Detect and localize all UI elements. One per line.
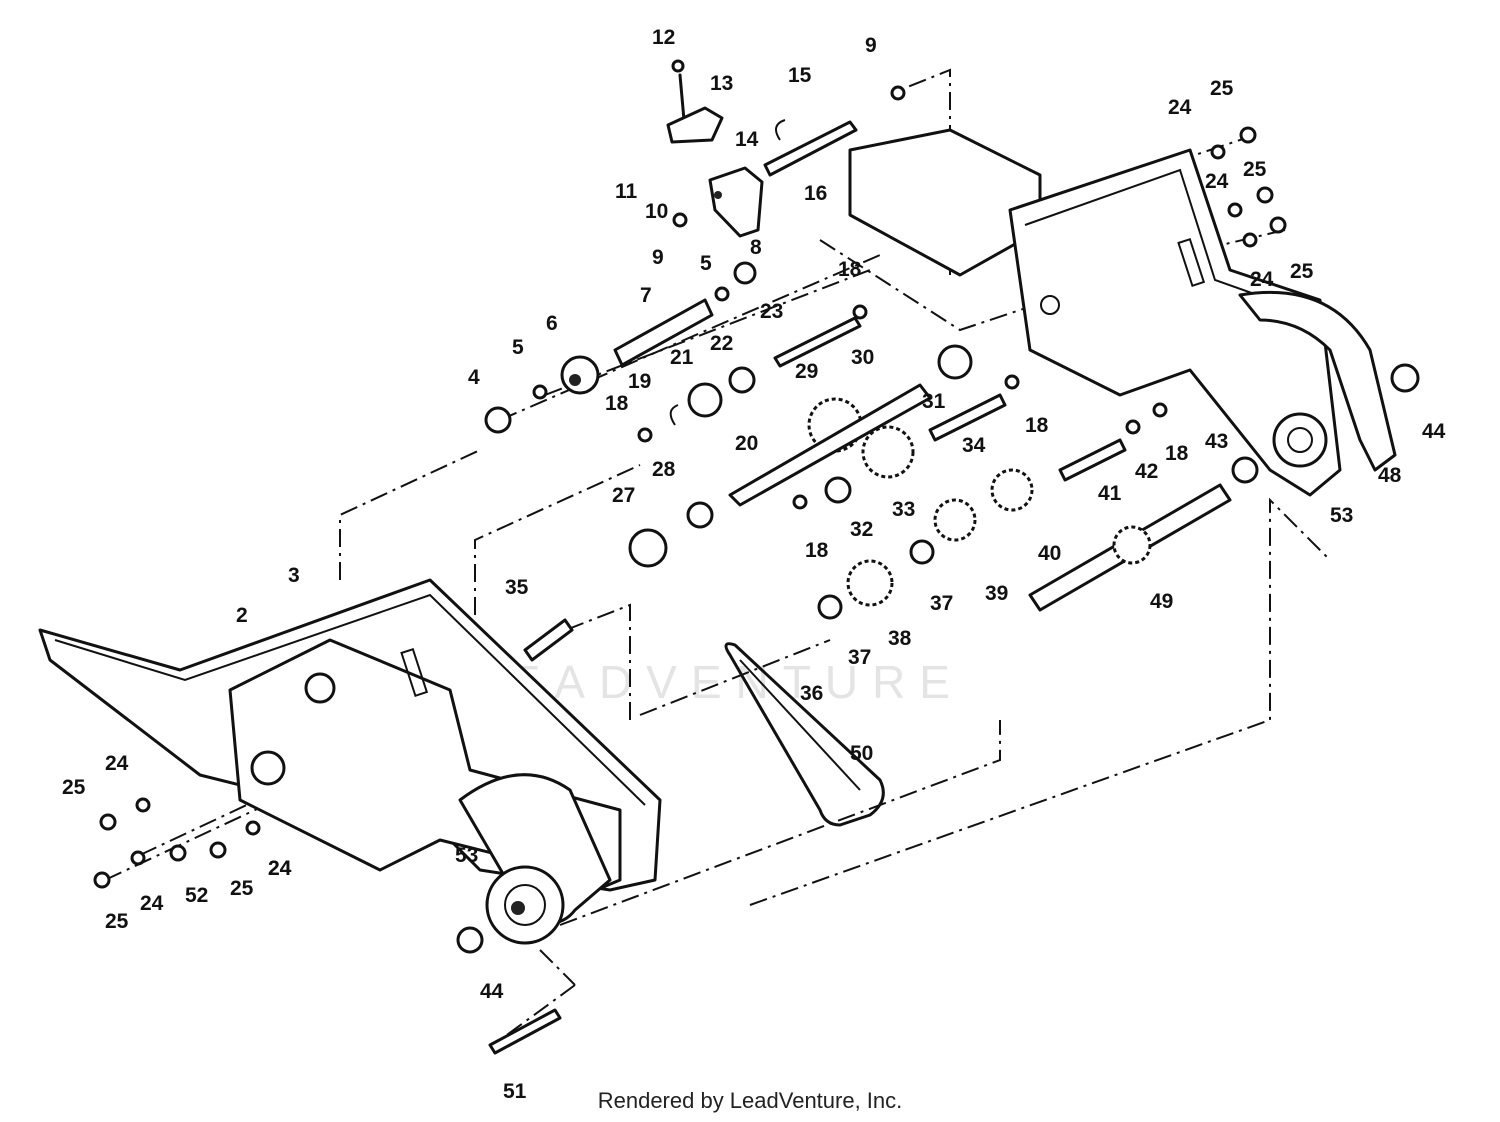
callout-33: 33 <box>892 498 915 521</box>
callout-40: 40 <box>1038 542 1061 565</box>
callout-2: 2 <box>236 604 248 627</box>
callout-14: 14 <box>735 128 759 151</box>
callout-22: 22 <box>710 332 733 355</box>
callout-3: 3 <box>288 564 300 587</box>
callout-32: 32 <box>850 518 873 541</box>
left-chain-case-half <box>38 578 662 945</box>
drive-chain <box>724 642 885 827</box>
callout-18: 18 <box>1025 414 1049 437</box>
callout-24: 24 <box>1205 170 1229 193</box>
callout-31: 31 <box>922 390 946 413</box>
callout-24: 24 <box>140 892 164 915</box>
footer-credit: Rendered by LeadVenture, Inc. <box>597 1088 903 1113</box>
callout-18: 18 <box>838 258 862 281</box>
callout-52: 52 <box>185 884 208 907</box>
callout-8: 8 <box>750 236 762 259</box>
callout-25: 25 <box>1243 158 1267 181</box>
callout-25: 25 <box>1210 77 1234 100</box>
callout-7: 7 <box>640 284 652 307</box>
callout-42: 42 <box>1135 460 1158 483</box>
callout-12: 12 <box>652 26 675 49</box>
callout-50: 50 <box>850 742 873 765</box>
callout-6: 6 <box>546 312 558 335</box>
callout-19: 19 <box>628 370 651 393</box>
callout-29: 29 <box>795 360 818 383</box>
callout-41: 41 <box>1098 482 1122 505</box>
callout-15: 15 <box>788 64 812 87</box>
right-chain-case-half <box>848 128 1397 497</box>
callout-25: 25 <box>62 776 86 799</box>
callout-10: 10 <box>645 200 668 223</box>
callout-18: 18 <box>1165 442 1189 465</box>
callout-4: 4 <box>468 366 480 389</box>
part-callouts: 12 13 15 9 14 11 10 16 9 8 5 7 18 23 6 5… <box>62 26 1446 1103</box>
callout-35: 35 <box>505 576 529 599</box>
callout-11: 11 <box>615 180 638 203</box>
callout-49: 49 <box>1150 590 1173 613</box>
callout-28: 28 <box>652 458 676 481</box>
callout-20: 20 <box>735 432 758 455</box>
callout-9: 9 <box>865 34 877 57</box>
callout-18: 18 <box>605 392 629 415</box>
callout-25: 25 <box>1290 260 1314 283</box>
callout-36: 36 <box>800 682 823 705</box>
callout-27: 27 <box>612 484 635 507</box>
callout-24: 24 <box>1250 268 1274 291</box>
callout-39: 39 <box>985 582 1008 605</box>
callout-24: 24 <box>1168 96 1192 119</box>
callout-37: 37 <box>930 592 953 615</box>
callout-24: 24 <box>105 752 129 775</box>
callout-51: 51 <box>503 1080 527 1103</box>
callout-5: 5 <box>512 336 524 359</box>
callout-34: 34 <box>962 434 986 457</box>
callout-37: 37 <box>848 646 871 669</box>
callout-53: 53 <box>1330 504 1353 527</box>
callout-38: 38 <box>888 627 912 650</box>
callout-24: 24 <box>268 857 292 880</box>
callout-25: 25 <box>105 910 129 933</box>
callout-21: 21 <box>670 346 694 369</box>
callout-24: 24 <box>268 857 292 880</box>
callout-23: 23 <box>760 300 783 323</box>
callout-43: 43 <box>1205 430 1228 453</box>
callout-44: 44 <box>1422 420 1446 443</box>
callout-5: 5 <box>700 252 712 275</box>
callout-48: 48 <box>1378 464 1402 487</box>
callout-44: 44 <box>480 980 504 1003</box>
callout-53: 53 <box>455 844 478 867</box>
callout-13: 13 <box>710 72 733 95</box>
callout-25: 25 <box>230 877 254 900</box>
callout-18: 18 <box>805 539 829 562</box>
callout-30: 30 <box>851 346 874 369</box>
shafts-and-gears <box>93 59 1420 1055</box>
callout-16: 16 <box>804 182 827 205</box>
callout-9: 9 <box>652 246 664 269</box>
